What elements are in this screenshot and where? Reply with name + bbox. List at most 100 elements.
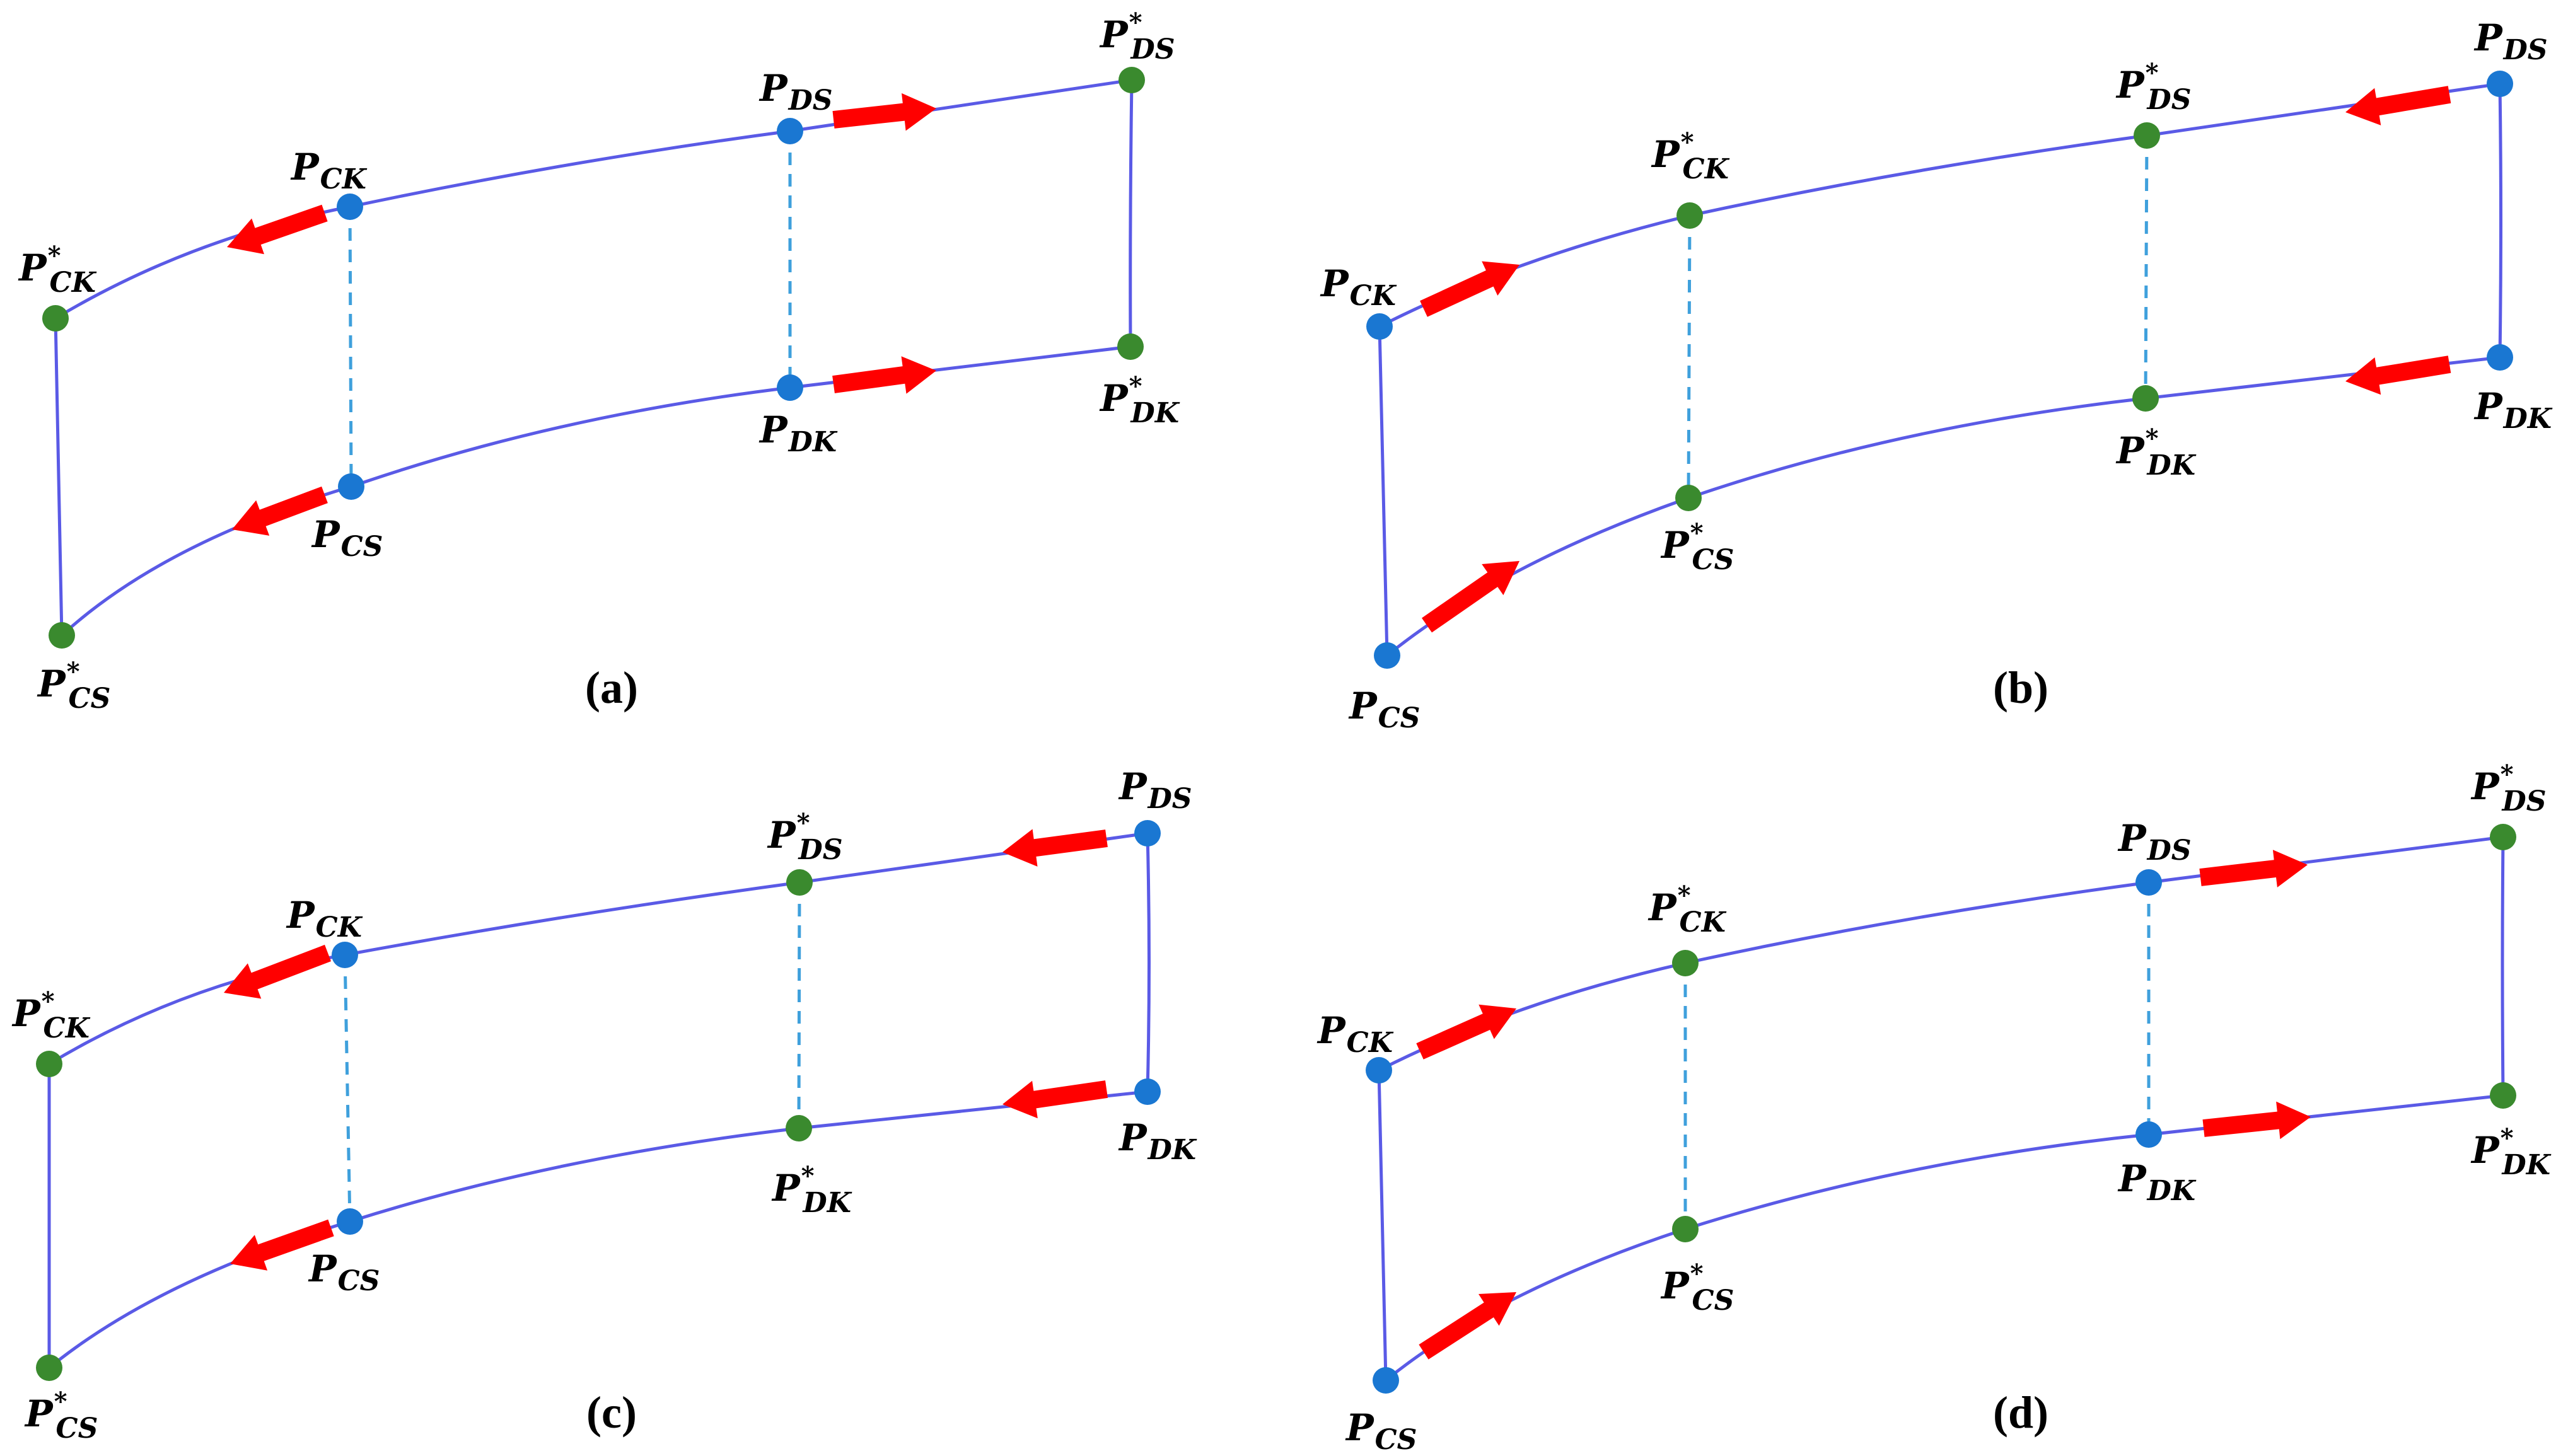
panel-a: PCK P*CK PCS P*CS PDS P*DS PDK P*DK (a) [18, 8, 1180, 715]
point-cs [337, 1208, 363, 1235]
movement-arrow [227, 204, 328, 255]
label-ck: PCK [1320, 262, 1397, 312]
label-dks: P*DK [2470, 1123, 2552, 1181]
point-css [1672, 1216, 1699, 1242]
profile-edge [48, 831, 1151, 1092]
label-cks: P*CK [11, 986, 91, 1044]
point-css [1675, 485, 1702, 511]
panel-caption: (d) [1993, 1387, 2048, 1438]
profile-edge [1378, 835, 2505, 1096]
movement-arrow [1416, 1004, 1516, 1060]
movement-arrow [2199, 850, 2308, 887]
label-css: P*CS [24, 1387, 98, 1445]
label-ds: PDS [2117, 817, 2192, 867]
point-ck [1366, 313, 1393, 340]
panel-b: PCK P*CK PCS P*CS PDS P*DS PDK P*DK (b) [1320, 16, 2553, 734]
label-dk: PDK [2473, 385, 2553, 435]
label-dk: PDK [758, 408, 838, 458]
movement-arrow [224, 944, 331, 999]
label-cs: PCS [308, 1247, 380, 1297]
point-dks [786, 1115, 812, 1141]
point-dss [1118, 67, 1145, 93]
panel-d: PCK P*CK PCS P*CS PDS P*DS PDK P*DK (d) [1316, 760, 2552, 1456]
label-dss: P*DS [2470, 760, 2546, 818]
movement-arrow [832, 356, 936, 394]
profile-edge [54, 318, 1131, 639]
movement-arrow [1419, 1292, 1516, 1360]
profile-edge [47, 1064, 1148, 1372]
label-ck: PCK [286, 894, 363, 944]
point-ck [1366, 1057, 1392, 1083]
label-ds: PDS [758, 67, 833, 117]
point-dk [2135, 1121, 2162, 1148]
label-dks: P*DK [2115, 424, 2197, 482]
point-dks [1117, 333, 1144, 360]
point-css [36, 1355, 62, 1381]
point-ds [1134, 820, 1161, 846]
movement-arrow [2202, 1101, 2311, 1140]
point-dk [777, 374, 803, 401]
label-dss: P*DS [1099, 8, 1175, 66]
label-dk: PDK [1118, 1116, 1197, 1166]
movement-arrow [230, 1219, 334, 1271]
label-css: P*CS [1660, 1259, 1734, 1317]
label-ck: PCK [290, 146, 368, 195]
point-css [49, 622, 75, 649]
point-dk [2487, 344, 2513, 371]
label-dss: P*DS [767, 808, 842, 866]
label-dks: P*DK [1099, 371, 1180, 429]
point-ds [777, 118, 803, 144]
movement-arrow [1002, 829, 1108, 867]
panel-caption: (b) [1993, 662, 2048, 713]
point-cks [42, 305, 69, 332]
profile-edge [1377, 1070, 2504, 1384]
point-dk [1134, 1078, 1161, 1105]
point-dks [2490, 1082, 2516, 1109]
point-ds [2135, 869, 2162, 896]
movement-arrow [1420, 261, 1519, 317]
panel-caption: (c) [586, 1387, 637, 1438]
point-ck [337, 194, 363, 220]
label-cks: P*CK [18, 241, 97, 299]
label-dss: P*DS [2115, 58, 2191, 116]
profile-edge [1378, 82, 2502, 358]
guide-line [2144, 135, 2149, 399]
panel-c: PCK P*CK PCS P*CS PDS P*DS PDK P*DK (c) [11, 765, 1197, 1445]
guide-line [343, 954, 352, 1222]
point-dss [2490, 824, 2516, 850]
label-cs: PCS [311, 513, 383, 563]
point-cks [1672, 950, 1699, 976]
movement-arrow [232, 486, 328, 536]
label-cks: P*CK [1647, 881, 1727, 939]
profile-edge [1378, 326, 2501, 659]
movement-arrow [2345, 355, 2451, 395]
label-cks: P*CK [1651, 127, 1730, 185]
guide-line [1687, 215, 1692, 499]
point-cs [1374, 642, 1400, 669]
label-ds: PDS [1118, 765, 1192, 815]
point-ck [332, 942, 358, 968]
panel-caption: (a) [585, 662, 638, 713]
movement-arrow [1002, 1080, 1108, 1119]
label-ck: PCK [1316, 1009, 1394, 1059]
label-cs: PCS [1348, 685, 1420, 734]
point-cs [338, 473, 364, 500]
movement-arrow [2345, 86, 2451, 125]
point-dss [2134, 122, 2160, 149]
point-cks [1676, 202, 1703, 229]
movement-arrow [832, 93, 936, 131]
label-ds: PDS [2473, 16, 2548, 66]
point-cs [1373, 1367, 1399, 1394]
label-cs: PCS [1345, 1406, 1417, 1456]
guide-line [348, 206, 353, 487]
label-dk: PDK [2117, 1157, 2197, 1207]
label-dks: P*DK [771, 1161, 852, 1219]
point-dss [786, 869, 813, 896]
label-css: P*CS [1660, 518, 1734, 576]
point-ds [2487, 71, 2513, 97]
profile-edge [54, 78, 1134, 347]
label-css: P*CS [37, 657, 110, 715]
point-cks [36, 1051, 62, 1077]
point-dks [2132, 385, 2159, 412]
